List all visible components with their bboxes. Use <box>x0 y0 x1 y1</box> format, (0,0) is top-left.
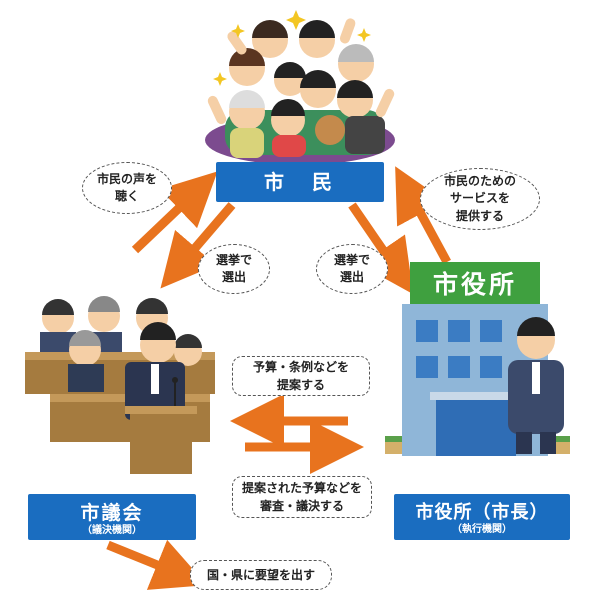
arrow-council-to-nation <box>106 539 208 590</box>
propose-bubble: 予算・条例などを 提案する <box>232 356 370 396</box>
listen-bubble: 市民の声を 聴く <box>82 162 172 214</box>
council-box: 市議会 （議決機関） <box>28 494 196 540</box>
citizens-crowd-illustration <box>205 10 395 165</box>
flow-arrows <box>106 166 451 590</box>
council-label: 市議会 <box>80 501 144 524</box>
request-bubble: 国・県に要望を出す <box>190 560 332 590</box>
arrow-council-to-citizens <box>131 171 218 254</box>
arrow-office-to-citizens <box>395 166 451 265</box>
mayor-office-sublabel: （執行機関） <box>452 524 512 535</box>
citizens-label: 市 民 <box>264 170 336 194</box>
arrow-citizens-elect-council <box>160 202 236 289</box>
services-bubble: 市民のための サービスを 提供する <box>420 168 540 230</box>
city-office-building-illustration <box>385 262 570 456</box>
citizens-box: 市 民 <box>216 162 384 202</box>
elect-right-bubble: 選挙で 選出 <box>316 244 388 294</box>
council-illustration <box>25 296 215 474</box>
arrow-citizens-elect-mayor <box>348 202 414 295</box>
mayor-office-box: 市役所（市長） （執行機関） <box>394 494 570 540</box>
mayor-office-label: 市役所（市長） <box>415 502 549 523</box>
council-sublabel: （議決機関） <box>82 524 142 536</box>
decide-bubble: 提案された予算などを 審査・議決する <box>232 476 372 518</box>
elect-left-bubble: 選挙で 選出 <box>198 244 270 294</box>
city-office-sign: 市役所 <box>432 270 517 299</box>
